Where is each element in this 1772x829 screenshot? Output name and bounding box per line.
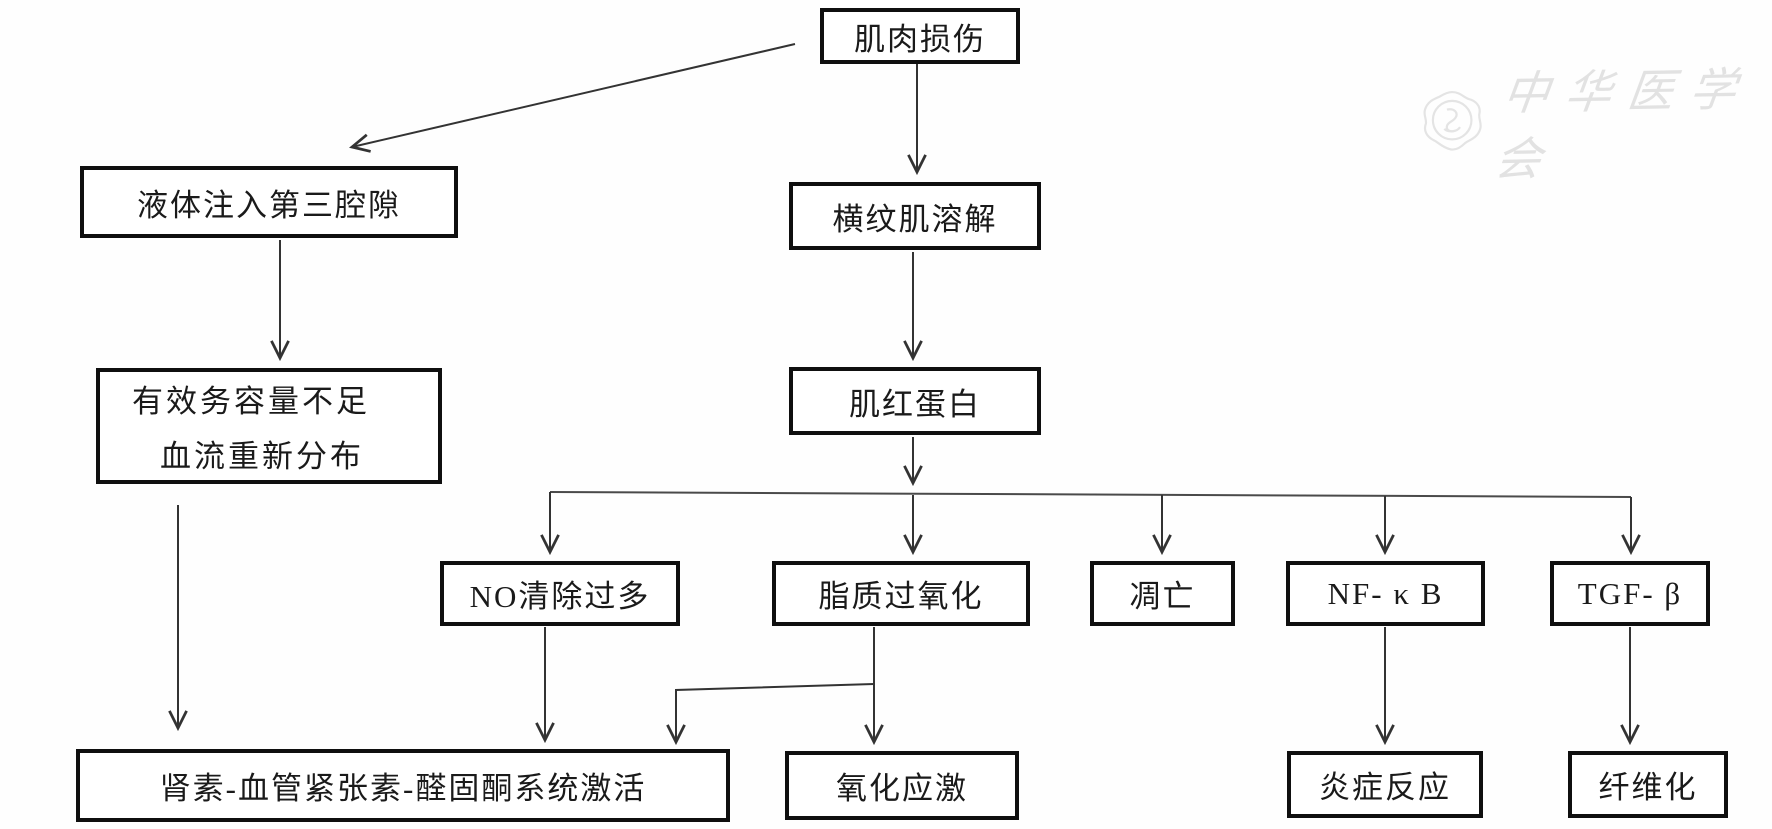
arrow-muscle-to-fluid bbox=[349, 43, 796, 153]
node-fluid-third-space: 液体注入第三腔隙 bbox=[80, 166, 458, 238]
node-oxidative-stress: 氧化应激 bbox=[785, 751, 1019, 820]
node-lipid-peroxidation: 脂质过氧化 bbox=[772, 561, 1030, 626]
arrow-lipid-to-raas bbox=[666, 683, 875, 746]
node-inflammation: 炎症反应 bbox=[1287, 751, 1483, 818]
node-rhabdomyolysis: 横纹肌溶解 bbox=[789, 182, 1041, 250]
node-effective-volume-line1: 有效务容量不足 bbox=[132, 384, 370, 419]
node-nf-kb: NF- κ B bbox=[1286, 561, 1485, 626]
node-muscle-injury: 肌肉损伤 bbox=[820, 8, 1020, 64]
node-raas-activation: 肾素-血管紧张素-醛固酮系统激活 bbox=[76, 749, 730, 822]
node-effective-volume-line2: 血流重新分布 bbox=[160, 439, 364, 474]
node-myoglobin: 肌红蛋白 bbox=[789, 367, 1041, 435]
node-effective-volume: 有效务容量不足 血流重新分布 bbox=[96, 368, 442, 484]
distribution-line bbox=[549, 491, 1632, 498]
node-no-scavenging: NO清除过多 bbox=[440, 561, 680, 626]
node-fibrosis: 纤维化 bbox=[1568, 751, 1728, 818]
node-tgf-beta: TGF- β bbox=[1550, 561, 1710, 626]
node-apoptosis: 凋亡 bbox=[1090, 561, 1235, 626]
